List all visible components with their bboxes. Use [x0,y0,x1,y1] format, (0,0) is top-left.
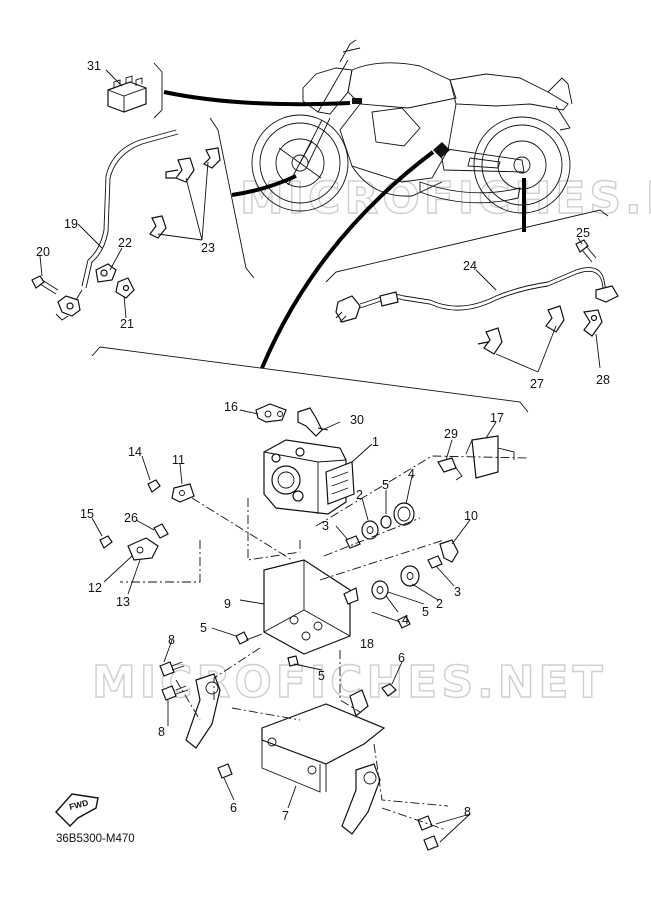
frame-stays [185,673,381,835]
callout-19: 19 [64,217,78,231]
callout-31: 31 [87,59,101,73]
bolts-3 [345,535,443,569]
bolt-20 [31,275,59,295]
callout-10: 10 [464,509,478,523]
rear-wheel-sensor-lead-24 [335,267,619,323]
callout-23: 23 [201,241,215,255]
bolts-14-15 [99,479,161,549]
callout-4a: 4 [408,467,415,481]
callout-5a: 5 [382,478,389,492]
callout-26: 26 [124,511,138,525]
callout-28: 28 [596,373,610,387]
callout-11: 11 [172,453,185,467]
sensor-bracket-11 [171,483,195,503]
callout-leader-lines [163,90,526,369]
callout-12: 12 [88,581,102,595]
callout-3a: 3 [322,519,329,533]
callout-30: 30 [350,413,364,427]
callout-25: 25 [576,226,590,240]
callout-18: 18 [360,637,374,651]
nuts-6 [217,683,397,779]
pipe-bracket-30 [297,407,329,437]
callout-8b: 8 [158,725,165,739]
zone-borders [91,62,609,413]
grommets-4 [393,502,415,526]
collars-5 [371,515,392,600]
callout-6b: 6 [230,801,237,815]
bolt-25 [575,239,597,263]
callout-14: 14 [128,445,142,459]
callout-20: 20 [36,245,50,259]
callout-5b: 5 [422,605,429,619]
callout-16: 16 [224,400,238,414]
abs-bracket-7 [261,703,386,793]
bolts-5-18 [235,615,411,667]
wire-clamps-23 [149,147,221,239]
callout-4b: 4 [402,613,409,627]
watermark-bottom: MICROFICHES.NET [92,657,607,708]
callout-15: 15 [80,507,94,521]
front-wheel-sensor-lead-19 [55,129,179,321]
watermark-top: MICROFICHES.NET [240,173,651,224]
callout-27: 27 [530,377,544,391]
connector-31 [107,75,147,113]
callout-5d: 5 [318,669,325,683]
callout-7: 7 [282,809,289,823]
collar-10 [439,539,459,563]
callout-29: 29 [444,427,458,441]
fwd-label: FWD [68,798,89,812]
bolts-8 [159,661,439,851]
abs-bracket-9 [263,559,359,655]
callout-numbers: 31 19 20 22 21 23 24 25 27 28 16 30 1 17… [36,59,610,823]
motorcycle-outline [251,39,573,214]
callout-1: 1 [372,435,379,449]
pipe-connector-16 [255,403,287,423]
wire-clamps-27 [477,305,565,355]
callout-22: 22 [118,236,132,250]
bracket-17-29 [437,435,515,481]
callout-9: 9 [224,597,231,611]
bracket-21-22 [95,263,135,299]
callout-13: 13 [116,595,130,609]
hydraulic-unit-1 [263,439,355,515]
callout-8c: 8 [464,805,471,819]
callout-2a: 2 [356,488,363,502]
callout-leaders [39,69,601,843]
bracket-12-13-26 [127,523,169,561]
callout-2b: 2 [436,597,443,611]
fwd-arrow-icon: FWD [55,793,99,827]
assembly-dashed-lines [120,455,529,831]
dampers-2 [361,520,420,587]
callout-21: 21 [120,317,134,331]
diagram-code: 36B5300-M470 [56,833,135,845]
callout-8a: 8 [168,633,175,647]
callout-6a: 6 [398,651,405,665]
callout-5c: 5 [200,621,207,635]
callout-24: 24 [463,259,477,273]
clamp-28 [583,309,603,337]
callout-17: 17 [490,411,504,425]
callout-3b: 3 [454,585,461,599]
